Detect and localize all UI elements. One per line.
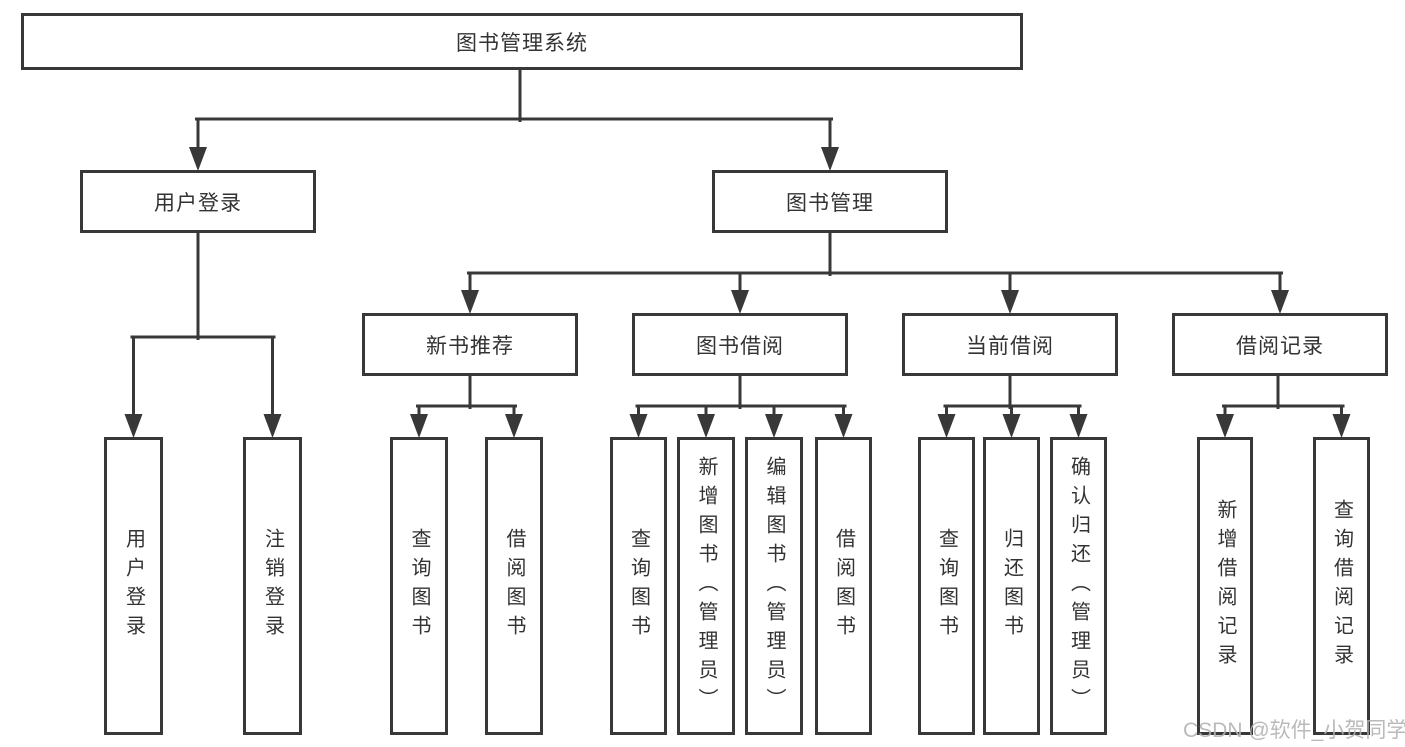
leaf-query-borrow-record: 查询借阅记录 <box>1313 437 1370 735</box>
node-new-book-recommendation-label: 新书推荐 <box>426 334 514 358</box>
leaf-add-borrow-record: 新增借阅记录 <box>1197 437 1253 735</box>
node-book-management: 图书管理 <box>712 170 948 233</box>
leaf-query-books-current-label: 查询图书 <box>935 528 958 644</box>
leaf-query-books-recommend-label: 查询图书 <box>408 528 430 644</box>
node-library-system-root: 图书管理系统 <box>21 13 1023 70</box>
leaf-query-borrow-record-label: 查询借阅记录 <box>1330 499 1353 673</box>
leaf-edit-book-admin: 编辑图书（管理员） <box>745 437 803 735</box>
leaf-add-borrow-record-label: 新增借阅记录 <box>1214 499 1236 673</box>
leaf-query-books-recommend: 查询图书 <box>390 437 448 735</box>
leaf-borrow-books-recommend: 借阅图书 <box>485 437 543 735</box>
node-user-login: 用户登录 <box>80 170 316 233</box>
node-new-book-recommendation: 新书推荐 <box>362 313 578 376</box>
leaf-return-books-label: 归还图书 <box>1000 528 1023 644</box>
leaf-query-books-borrow: 查询图书 <box>610 437 667 735</box>
leaf-return-books: 归还图书 <box>983 437 1040 735</box>
leaf-add-book-admin: 新增图书（管理员） <box>677 437 735 735</box>
node-borrowing-records-label: 借阅记录 <box>1236 334 1324 358</box>
leaf-query-books-current: 查询图书 <box>918 437 975 735</box>
leaf-user-login-label: 用户登录 <box>122 528 145 644</box>
node-book-borrowing-label: 图书借阅 <box>696 334 784 358</box>
leaf-logout-label: 注销登录 <box>261 528 284 644</box>
leaf-confirm-return-admin: 确认归还（管理员） <box>1050 437 1107 735</box>
node-user-login-label: 用户登录 <box>154 191 242 215</box>
node-book-management-label: 图书管理 <box>786 191 874 215</box>
leaf-query-books-borrow-label: 查询图书 <box>627 528 650 644</box>
leaf-borrow-books-recommend-label: 借阅图书 <box>503 528 525 644</box>
leaf-borrow-books-label: 借阅图书 <box>832 528 855 644</box>
node-current-borrowing: 当前借阅 <box>902 313 1118 376</box>
node-borrowing-records: 借阅记录 <box>1172 313 1388 376</box>
leaf-user-login: 用户登录 <box>104 437 163 735</box>
leaf-logout: 注销登录 <box>243 437 302 735</box>
csdn-watermark: CSDN @软件_小贺同学 <box>1183 719 1405 742</box>
node-current-borrowing-label: 当前借阅 <box>966 334 1054 358</box>
leaf-confirm-return-admin-label: 确认归还（管理员） <box>1067 455 1090 717</box>
leaf-edit-book-admin-label: 编辑图书（管理员） <box>763 455 785 717</box>
leaf-add-book-admin-label: 新增图书（管理员） <box>695 455 717 717</box>
leaf-borrow-books: 借阅图书 <box>815 437 872 735</box>
node-library-system-root-label: 图书管理系统 <box>456 31 588 55</box>
node-book-borrowing: 图书借阅 <box>632 313 848 376</box>
